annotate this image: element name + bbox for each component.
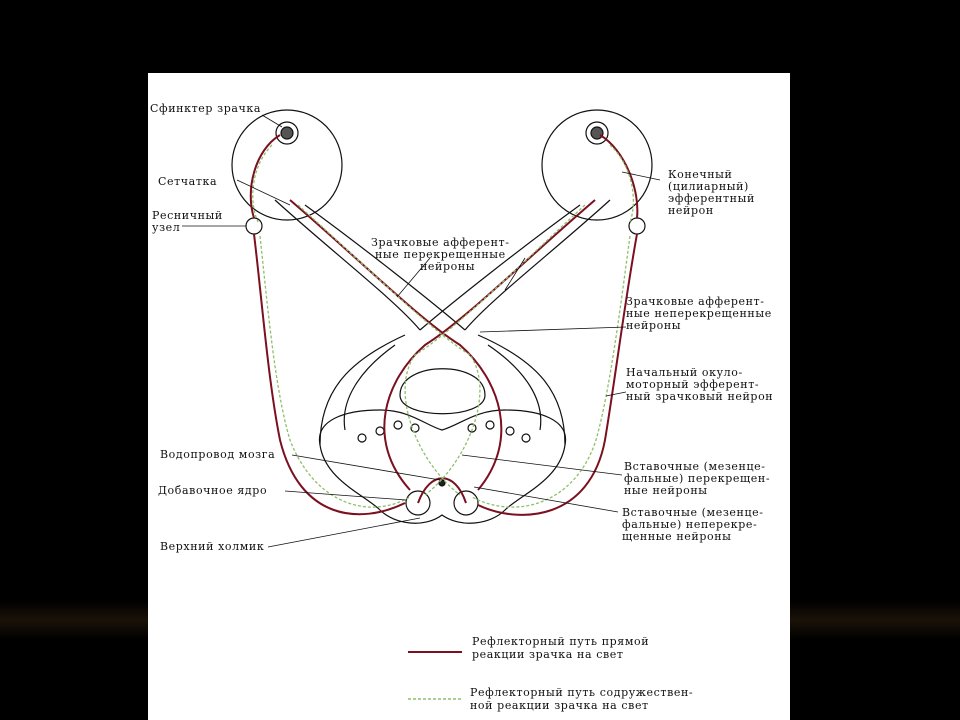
label-uncrossed-afferent-2: ные неперекрещенные [626, 307, 772, 320]
label-interneuron-uncrossed-3: щенные нейроны [622, 530, 732, 543]
consensual-reflex-path [252, 144, 635, 508]
left-optic-nerve-outer [274, 199, 421, 331]
chiasm-loop [399, 368, 486, 415]
legend-consensual-label-1: Рефлекторный путь содружествен- [470, 686, 694, 699]
right-optic-nerve-outer [464, 199, 611, 331]
label-terminal-3: эфферентный [668, 192, 755, 205]
anatomy-outline [231, 109, 653, 524]
label-interneuron-uncrossed-1: Вставочные (мезенце- [622, 506, 764, 519]
label-interneuron-crossed-2: фальные) перекрещен- [624, 472, 771, 485]
label-interneuron-crossed-3: ные нейроны [624, 484, 708, 497]
label-crossed-afferent-3: нейроны [420, 260, 476, 273]
label-terminal-4: нейрон [668, 204, 714, 217]
diagram-sheet [148, 73, 790, 720]
label-ciliary-ganglion-2: узел [152, 221, 181, 234]
label-interneuron-uncrossed-2: фальные) неперекре- [622, 518, 758, 531]
right-optic-tract-outer [477, 334, 566, 446]
left-pupil-outer [275, 121, 299, 145]
right-optic-nerve-inner [419, 204, 581, 331]
leader-lines [182, 114, 661, 548]
label-ciliary-ganglion-1: Ресничный [152, 209, 223, 222]
legend-consensual-label-2: ной реакции зрачка на свет [470, 699, 649, 712]
label-aqueduct: Водопровод мозга [160, 448, 276, 461]
label-terminal-1: Конечный [668, 168, 733, 181]
right-ciliary-ganglion [628, 217, 646, 235]
label-uncrossed-afferent-1: Зрачковые афферент- [626, 295, 765, 308]
legend-direct-label-2: реакции зрачка на свет [472, 648, 624, 661]
label-initial-efferent-3: ный зрачковый нейрон [626, 390, 774, 403]
label-crossed-afferent-1: Зрачковые афферент- [371, 236, 510, 249]
left-optic-nerve-inner [304, 204, 466, 331]
right-pupil-outer [585, 121, 609, 145]
label-terminal-2: (цилиарный) [668, 180, 749, 193]
label-interneuron-crossed-1: Вставочные (мезенце- [624, 460, 766, 473]
label-initial-efferent-1: Начальный окуло- [626, 366, 743, 379]
label-sphincter: Сфинктер зрачка [150, 102, 262, 115]
label-superior-colliculus: Верхний холмик [160, 540, 265, 553]
right-eyeball [541, 109, 653, 221]
left-pupil [280, 126, 294, 140]
right-pupil [590, 126, 604, 140]
label-accessory-nucleus: Добавочное ядро [158, 484, 268, 497]
label-uncrossed-afferent-3: нейроны [626, 319, 682, 332]
label-retina: Сетчатка [158, 175, 218, 188]
left-eyeball [231, 109, 343, 221]
legend-direct-label-1: Рефлекторный путь прямой [472, 635, 650, 648]
midbrain-outline [318, 409, 567, 524]
label-initial-efferent-2: моторный эфферент- [626, 378, 760, 391]
left-optic-tract-outer [319, 334, 406, 446]
left-ciliary-ganglion [245, 217, 263, 235]
label-crossed-afferent-2: ные перекрещенные [375, 248, 506, 261]
